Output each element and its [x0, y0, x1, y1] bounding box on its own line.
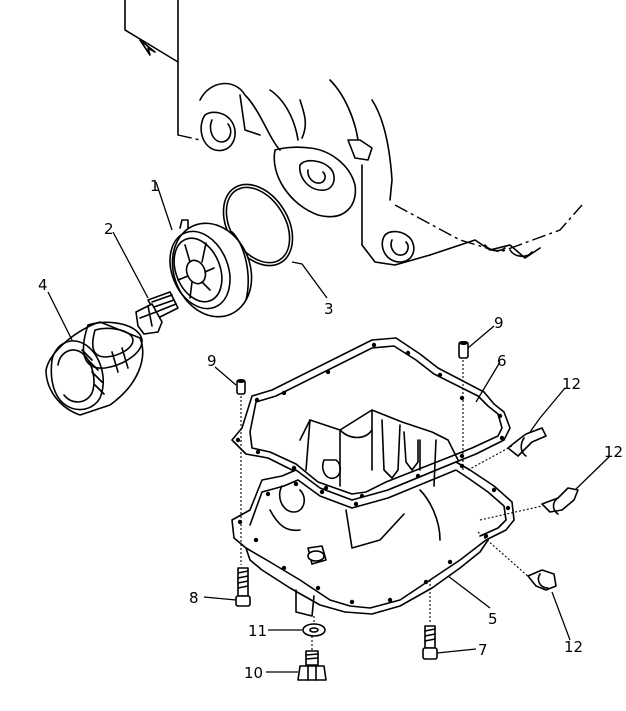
oil-pan: [231, 409, 515, 617]
callout-10: 10: [244, 664, 263, 682]
callout-3: 3: [324, 300, 334, 318]
callout-2: 2: [104, 220, 114, 238]
washer-11: [302, 623, 326, 637]
callout-6: 6: [497, 352, 507, 370]
callout-11: 11: [248, 622, 267, 640]
callout-5: 5: [488, 610, 498, 628]
drain-plug-10: [297, 650, 327, 681]
callout-9-right: 9: [494, 314, 504, 332]
callout-9-left: 9: [207, 352, 217, 370]
leader-lines: [47, 181, 611, 673]
union-bolt: [135, 291, 179, 335]
callout-7: 7: [478, 641, 488, 659]
callout-12-middle: 12: [604, 443, 623, 461]
callout-12-upper: 12: [562, 375, 581, 393]
callout-8: 8: [189, 589, 199, 607]
callout-1: 1: [150, 177, 160, 195]
oil-pan-gasket: [231, 337, 511, 503]
engine-crankcase: [124, 0, 583, 266]
callout-labels: 1 2 3 4 5 6 7 8 9 9 10 11 12 12 12: [38, 177, 623, 682]
callout-4: 4: [38, 276, 48, 294]
bolt-8: [235, 567, 251, 607]
hose-clamps: [507, 427, 579, 591]
dowel-pins: [236, 341, 469, 395]
oil-cooler-adapter: [169, 219, 253, 318]
bolt-7: [422, 625, 438, 660]
oil-filter: [45, 321, 144, 416]
callout-12-lower: 12: [564, 638, 583, 656]
